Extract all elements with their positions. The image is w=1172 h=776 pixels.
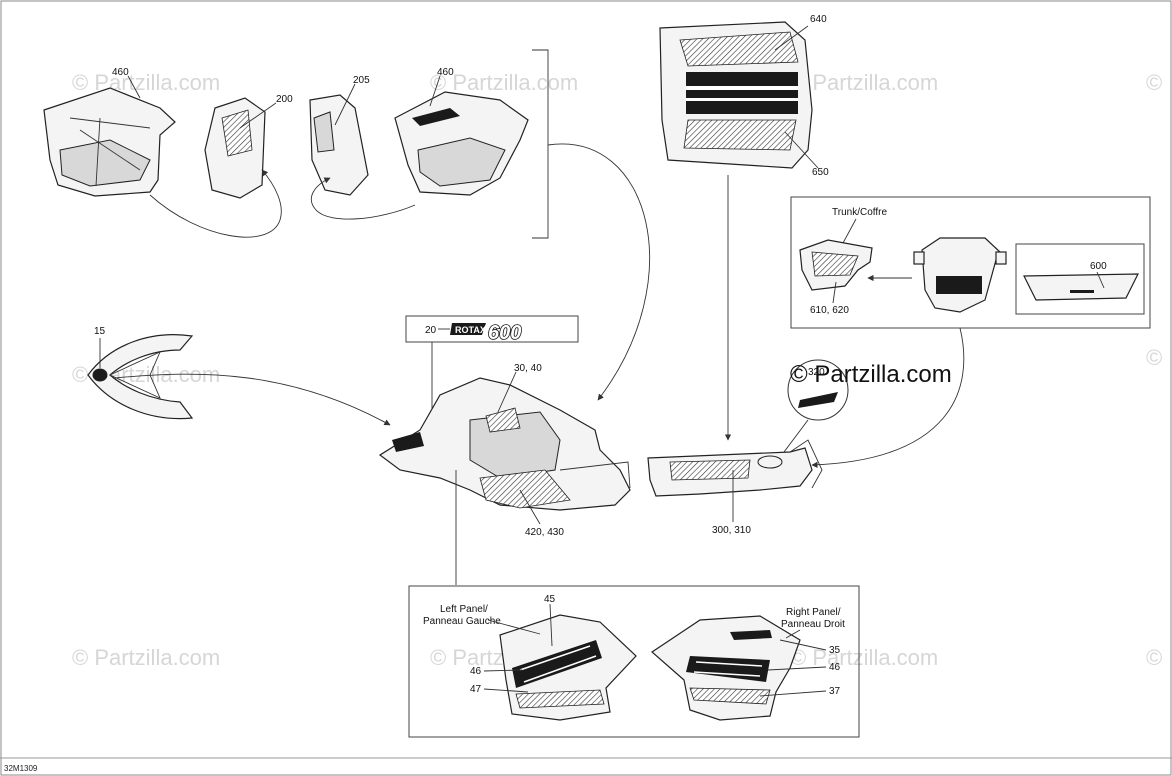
decal-30-40 <box>485 407 521 433</box>
watermark: © Partzilla.com <box>790 70 938 95</box>
rotax-badge-group: 20 ROTAX 600 <box>405 315 579 412</box>
right-panel-stripe-decal <box>689 687 771 705</box>
nose-group: 15 <box>87 326 391 426</box>
watermark: © <box>1146 645 1162 670</box>
label-46-left: 46 <box>470 666 482 677</box>
label-650: 650 <box>812 167 829 178</box>
running-board-stripe-dark <box>686 72 798 114</box>
side-panel-right-recess <box>417 137 506 187</box>
side-panel-group: 460 200 205 460 <box>43 49 549 239</box>
label-610-620: 610, 620 <box>810 305 849 316</box>
body-assembly: 30, 40 420, 430 <box>378 363 631 585</box>
label-35: 35 <box>829 645 841 656</box>
label-47: 47 <box>470 684 482 695</box>
label-460-left: 460 <box>112 67 129 78</box>
tunnel-group: 300, 310 320 © Partzilla.com <box>647 359 952 536</box>
label-right-panel-2: Panneau Droit <box>781 619 845 630</box>
logo-15 <box>92 368 108 382</box>
rotax-badge-plate <box>450 323 486 335</box>
left-panel-stripe-decal <box>515 689 605 709</box>
watermark: © Partzilla.com <box>790 645 938 670</box>
decal-300-310 <box>669 459 751 481</box>
side-panel-left-recess <box>59 139 151 187</box>
trunk-rear <box>921 237 1001 313</box>
label-45: 45 <box>544 594 556 605</box>
trunk-box-frame <box>790 196 1151 329</box>
rxp-badge <box>798 392 838 408</box>
left-panel-logo-decal <box>512 640 602 688</box>
label-200: 200 <box>276 94 293 105</box>
label-20: 20 <box>425 325 437 336</box>
trim-piece-205-window <box>313 111 335 153</box>
decal-600-frame <box>1015 243 1145 315</box>
label-trunk: Trunk/Coffre <box>832 207 887 218</box>
watermark: © <box>1146 345 1162 370</box>
label-left-panel-1: Left Panel/ <box>440 604 488 615</box>
decal-420-430 <box>479 469 571 509</box>
label-640: 640 <box>810 14 827 25</box>
trunk-logo-plate <box>936 276 982 294</box>
watermark: © <box>1146 70 1162 95</box>
decal-200 <box>221 109 253 157</box>
watermark: © Partzilla.com <box>430 70 578 95</box>
trunk-detail-box: Trunk/Coffre 610, 620 600 <box>790 196 1151 468</box>
label-37: 37 <box>829 686 841 697</box>
label-460-right: 460 <box>437 67 454 78</box>
label-320: 320 <box>808 367 825 378</box>
decal-650 <box>683 119 797 151</box>
decal-600 <box>1023 273 1139 301</box>
rotax-badge-number: 600 <box>488 322 521 344</box>
decal-640 <box>679 31 799 67</box>
drawing-id: 32M1309 <box>4 764 38 773</box>
label-205: 205 <box>353 75 370 86</box>
rotax-badge-text: ROTAX <box>455 325 486 335</box>
panel-box-frame <box>408 585 860 738</box>
side-panel-right-stripe <box>412 108 460 126</box>
watermark: © Partzilla.com <box>72 70 220 95</box>
label-30-40: 30, 40 <box>514 363 542 374</box>
label-600: 600 <box>1090 261 1107 272</box>
label-420-430: 420, 430 <box>525 527 564 538</box>
watermark: © Partzilla.com <box>72 645 220 670</box>
rotax-badge-frame <box>405 315 579 343</box>
decal-610-620 <box>811 251 859 277</box>
label-300-310: 300, 310 <box>712 525 751 536</box>
panel-detail-box: Left Panel/ Panneau Gauche 45 46 47 Righ… <box>408 585 860 738</box>
label-15: 15 <box>94 326 106 337</box>
label-46-right: 46 <box>829 662 841 673</box>
running-board-group: 640 650 <box>659 14 829 441</box>
label-right-panel-1: Right Panel/ <box>786 607 841 618</box>
watermark-prominent: © Partzilla.com <box>790 361 952 388</box>
label-left-panel-2: Panneau Gauche <box>423 616 501 627</box>
